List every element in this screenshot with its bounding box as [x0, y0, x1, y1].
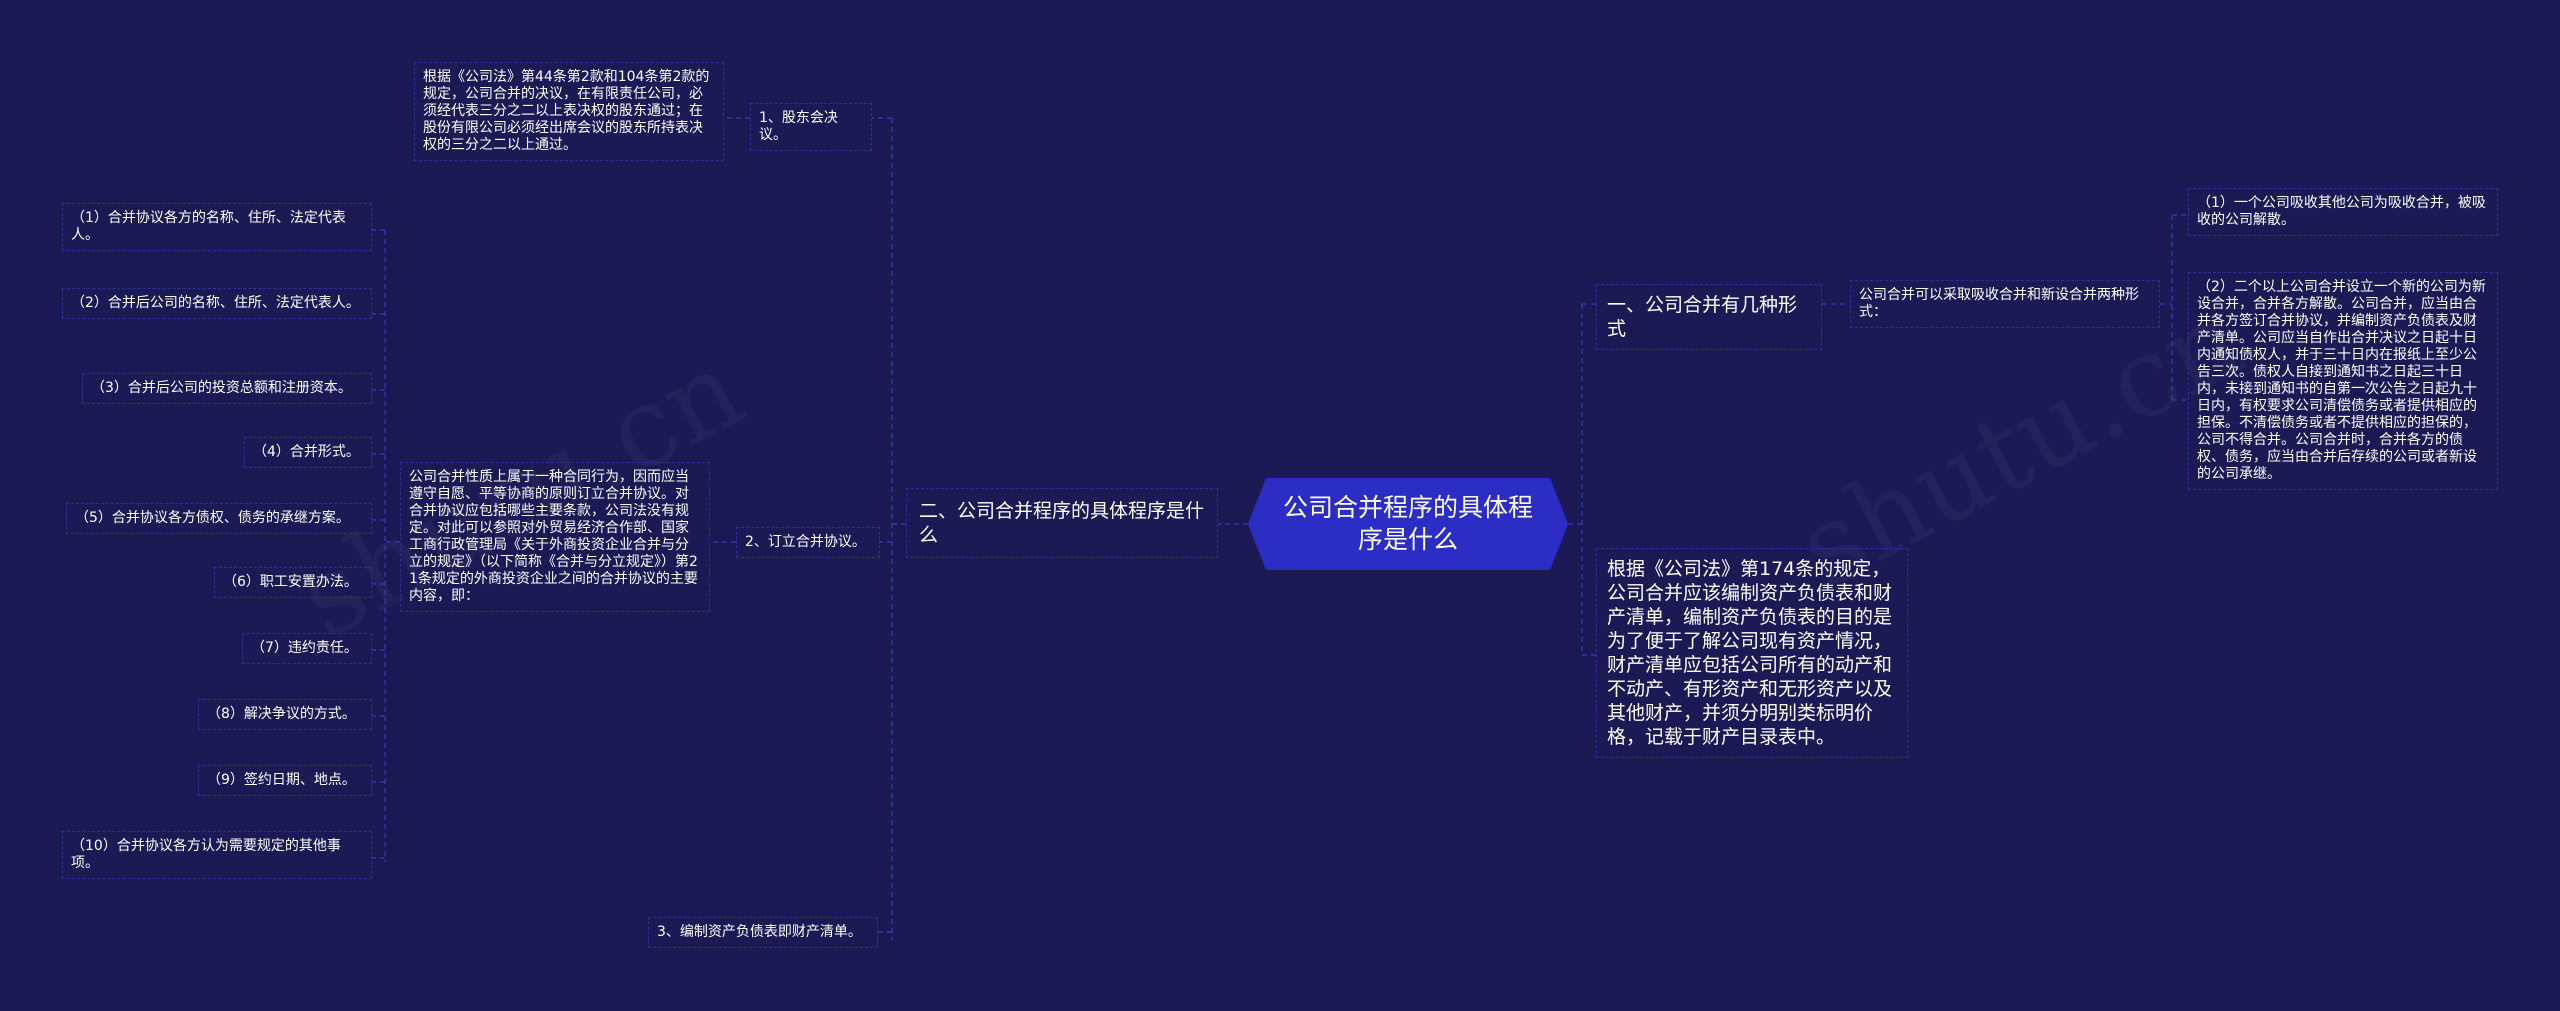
- agreement-item[interactable]: （7）违约责任。: [242, 633, 372, 664]
- agreement-item-label: （10）合并协议各方认为需要规定的其他事项。: [71, 838, 341, 871]
- agreement-item[interactable]: （10）合并协议各方认为需要规定的其他事项。: [62, 831, 372, 879]
- agreement-item[interactable]: （9）签约日期、地点。: [198, 765, 372, 796]
- agreement-item[interactable]: （4）合并形式。: [244, 437, 372, 468]
- merge-forms-summary: 公司合并可以采取吸收合并和新设合并两种形式：: [1859, 287, 2139, 320]
- left-branch-topic[interactable]: 二、公司合并程序的具体程序是什么: [906, 488, 1218, 558]
- merge-form-item[interactable]: （1）一个公司吸收其他公司为吸收合并，被吸收的公司解散。: [2188, 188, 2498, 236]
- merge-form-item-label: （2）二个以上公司合并设立一个新的公司为新设合并，合并各方解散。公司合并，应当由…: [2197, 279, 2486, 482]
- agreement-item[interactable]: （8）解决争议的方式。: [198, 699, 372, 730]
- right-branch2-topic[interactable]: 根据《公司法》第174条的规定，公司合并应该编制资产负债表和财产清单，编制资产负…: [1596, 548, 1908, 758]
- agreement-item-label: （7）违约责任。: [251, 640, 358, 656]
- right-branch1-label: 一、公司合并有几种形式: [1607, 294, 1798, 340]
- merge-forms-summary-node[interactable]: 公司合并可以采取吸收合并和新设合并两种形式：: [1850, 280, 2160, 328]
- step3-label: 3、编制资产负债表即财产清单。: [657, 924, 862, 940]
- root-title: 公司合并程序的具体程序是什么: [1282, 493, 1533, 554]
- agreement-item-label: （4）合并形式。: [253, 444, 360, 460]
- agreement-item-label: （2）合并后公司的名称、住所、法定代表人。: [71, 295, 360, 311]
- merge-form-item[interactable]: （2）二个以上公司合并设立一个新的公司为新设合并，合并各方解散。公司合并，应当由…: [2188, 272, 2498, 490]
- right-branch1-topic[interactable]: 一、公司合并有几种形式: [1596, 284, 1822, 350]
- agreement-item-label: （6）职工安置办法。: [223, 574, 358, 590]
- agreement-item[interactable]: （2）合并后公司的名称、住所、法定代表人。: [62, 288, 372, 319]
- merge-form-item-label: （1）一个公司吸收其他公司为吸收合并，被吸收的公司解散。: [2197, 195, 2486, 228]
- agreement-item[interactable]: （3）合并后公司的投资总额和注册资本。: [82, 373, 372, 404]
- agreement-item[interactable]: （6）职工安置办法。: [214, 567, 372, 598]
- left-branch-label: 二、公司合并程序的具体程序是什么: [919, 500, 1205, 546]
- step1-detail-node[interactable]: 根据《公司法》第44条第2款和104条第2款的规定，公司合并的决议，在有限责任公…: [414, 62, 724, 161]
- step1-detail: 根据《公司法》第44条第2款和104条第2款的规定，公司合并的决议，在有限责任公…: [423, 69, 710, 153]
- agreement-item[interactable]: （1）合并协议各方的名称、住所、法定代表人。: [62, 203, 372, 251]
- agreement-item[interactable]: （5）合并协议各方债权、债务的承继方案。: [66, 503, 372, 534]
- right-branch2-text: 根据《公司法》第174条的规定，公司合并应该编制资产负债表和财产清单，编制资产负…: [1607, 558, 1893, 748]
- agreement-item-label: （3）合并后公司的投资总额和注册资本。: [91, 380, 352, 396]
- agreement-item-label: （8）解决争议的方式。: [207, 706, 356, 722]
- step1-node[interactable]: 1、股东会决议。: [750, 103, 872, 151]
- step2-detail: 公司合并性质上属于一种合同行为，因而应当遵守自愿、平等协商的原则订立合并协议。对…: [409, 469, 698, 604]
- agreement-item-label: （5）合并协议各方债权、债务的承继方案。: [75, 510, 350, 526]
- step2-detail-node[interactable]: 公司合并性质上属于一种合同行为，因而应当遵守自愿、平等协商的原则订立合并协议。对…: [400, 462, 710, 612]
- root-topic[interactable]: 公司合并程序的具体程序是什么: [1248, 478, 1568, 570]
- agreement-item-label: （9）签约日期、地点。: [207, 772, 356, 788]
- step2-label: 2、订立合并协议。: [745, 534, 866, 550]
- step1-label: 1、股东会决议。: [759, 110, 838, 143]
- agreement-item-label: （1）合并协议各方的名称、住所、法定代表人。: [71, 210, 346, 243]
- step2-node[interactable]: 2、订立合并协议。: [736, 527, 880, 558]
- step3-node[interactable]: 3、编制资产负债表即财产清单。: [648, 917, 878, 948]
